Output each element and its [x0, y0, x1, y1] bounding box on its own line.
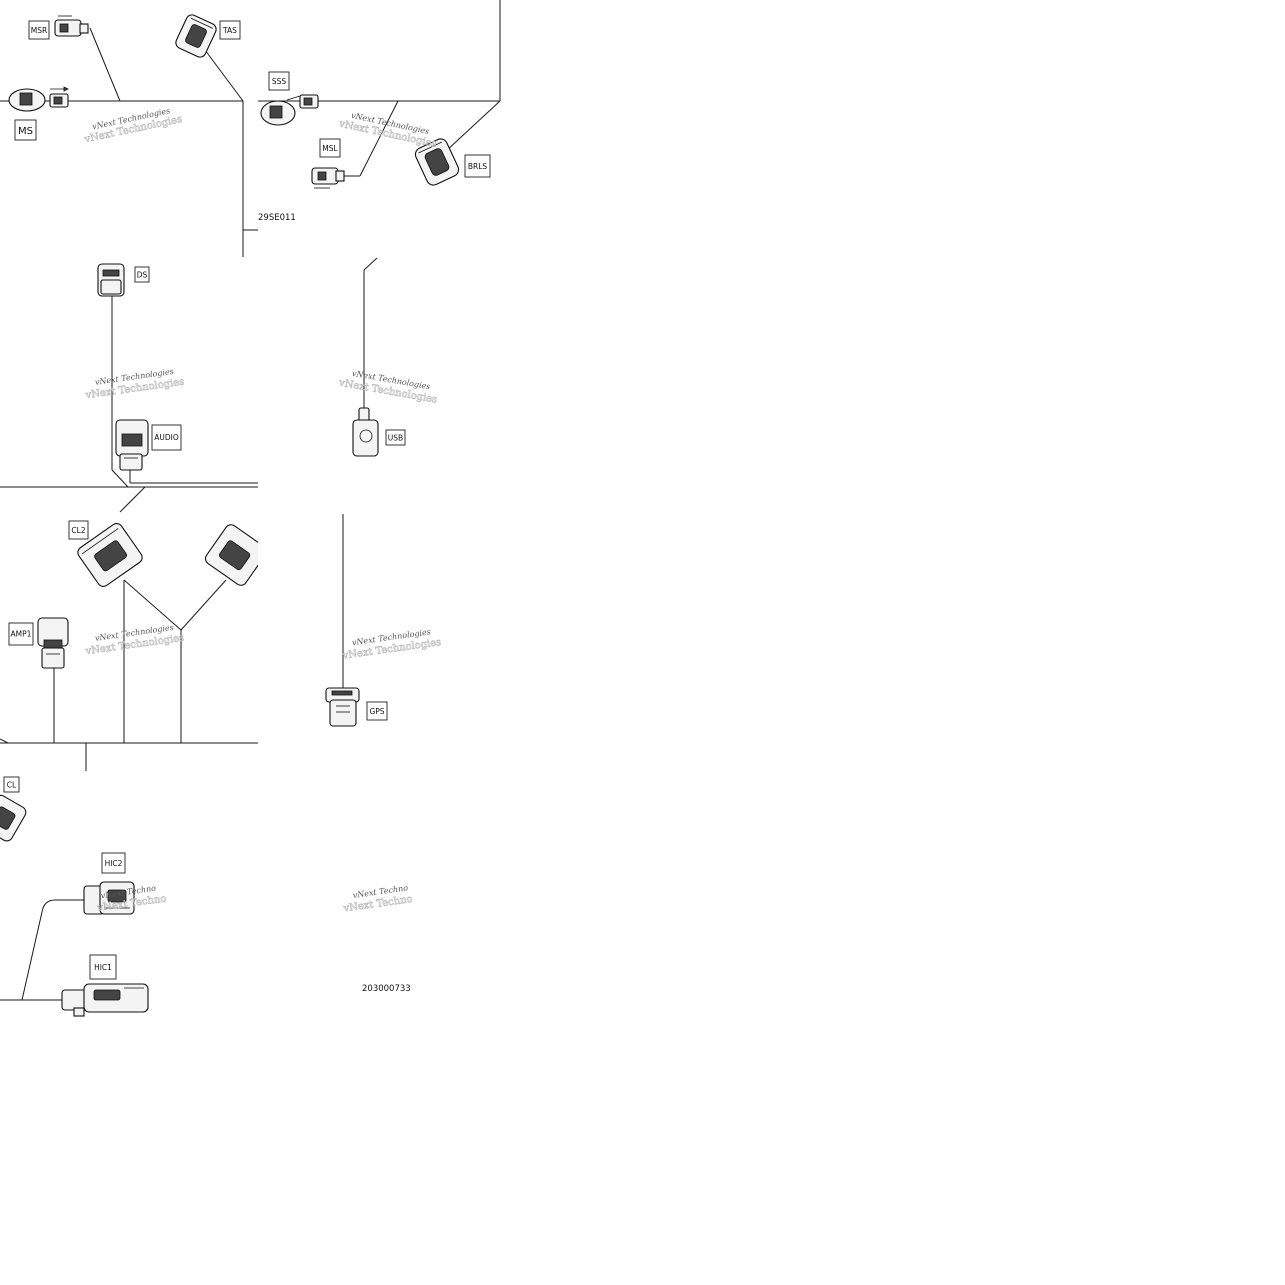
msl-connector-icon — [311, 167, 345, 189]
cl2-connector-icon — [77, 523, 143, 587]
cl-partial-connector-icon — [0, 794, 27, 842]
middle-left-wires — [0, 294, 258, 513]
brls-connector-icon — [414, 138, 460, 186]
cl2-label: CL2 — [71, 526, 85, 535]
cl2-label-box — [68, 520, 89, 540]
middle-right-section: USB vNext Technologies vNext Technologie… — [337, 257, 438, 457]
hic1-connector-icon — [61, 983, 149, 1017]
brls-label-box — [464, 154, 491, 178]
usb-connector-icon — [352, 407, 379, 457]
usb-label-box — [385, 429, 406, 446]
section-mask — [258, 500, 298, 600]
ds-label: DS — [137, 271, 148, 280]
lower-right-section: GPS vNext Technologies vNext Technologie… — [325, 514, 442, 727]
ds-connector-icon — [97, 263, 125, 297]
gps-connector-icon — [325, 687, 360, 727]
lower-left-section: CL2 AMP1 vNext Technologies vNext Techno… — [0, 500, 298, 771]
cl-label-box — [3, 776, 20, 793]
sss-connector-icon — [260, 94, 319, 126]
bottom-section-reference: 203000733 — [362, 984, 411, 994]
hic1-label-box — [89, 954, 117, 980]
gps-label-box — [366, 701, 388, 721]
amp1-label: AMP1 — [11, 630, 32, 639]
sss-label-box — [268, 71, 290, 91]
audio-connector-icon — [115, 419, 149, 471]
cl-label: CL — [7, 781, 17, 790]
top-wires — [0, 0, 501, 257]
watermark-lower-left: vNext Technologies vNext Technologies — [84, 623, 185, 658]
top-section-reference: 29SE011 — [258, 213, 296, 223]
amp1-label-box — [8, 622, 34, 646]
msr-label-box — [28, 20, 50, 40]
cl1-partial-connector-icon — [204, 524, 268, 586]
audio-label-box — [151, 424, 182, 451]
hic2-label: HIC2 — [105, 859, 123, 868]
watermark-middle-right: vNext Technologies vNext Technologies — [337, 369, 438, 406]
ms-label-box — [14, 119, 37, 141]
tas-label-box — [219, 20, 241, 40]
hic2-label-box — [101, 852, 126, 874]
watermark-bottom-right: vNext Techno vNext Techno — [342, 883, 414, 915]
middle-left-section: DS AUDIO vNext Technologies vNext Techno… — [0, 263, 258, 513]
watermark-middle-left: vNext Technologies vNext Technologies — [84, 367, 185, 402]
msr-connector-icon — [54, 15, 89, 37]
ms-connector-icon — [8, 86, 69, 112]
msl-label-box — [319, 138, 341, 158]
msl-label: MSL — [322, 144, 338, 153]
sss-label: SSS — [272, 77, 287, 86]
msr-label: MSR — [31, 26, 47, 35]
ds-label-box — [134, 266, 150, 283]
usb-wires — [363, 257, 378, 412]
watermark-top-left: vNext Technologies vNext Technologies — [82, 106, 183, 146]
top-section: MSR TAS MS SSS — [0, 0, 501, 257]
lower-left-wires — [0, 579, 258, 771]
hic2-connector-icon — [83, 881, 135, 915]
tas-connector-icon — [175, 14, 217, 58]
tas-label: TAS — [222, 26, 237, 35]
gps-label: GPS — [369, 707, 384, 716]
bottom-wires — [0, 899, 86, 1001]
watermark-top-right: vNext Technologies vNext Technologies — [337, 111, 438, 150]
amp1-connector-icon — [37, 617, 69, 669]
watermark-lower-right: vNext Technologies vNext Technologies — [341, 627, 442, 662]
ms-label: MS — [18, 126, 33, 137]
audio-label: AUDIO — [154, 433, 179, 442]
bottom-section: CL HIC2 vNext Techno vNext Techno HIC1 v… — [0, 776, 414, 1017]
hic1-label: HIC1 — [94, 963, 112, 972]
usb-label: USB — [388, 434, 403, 443]
brls-label: BRLS — [468, 162, 488, 171]
